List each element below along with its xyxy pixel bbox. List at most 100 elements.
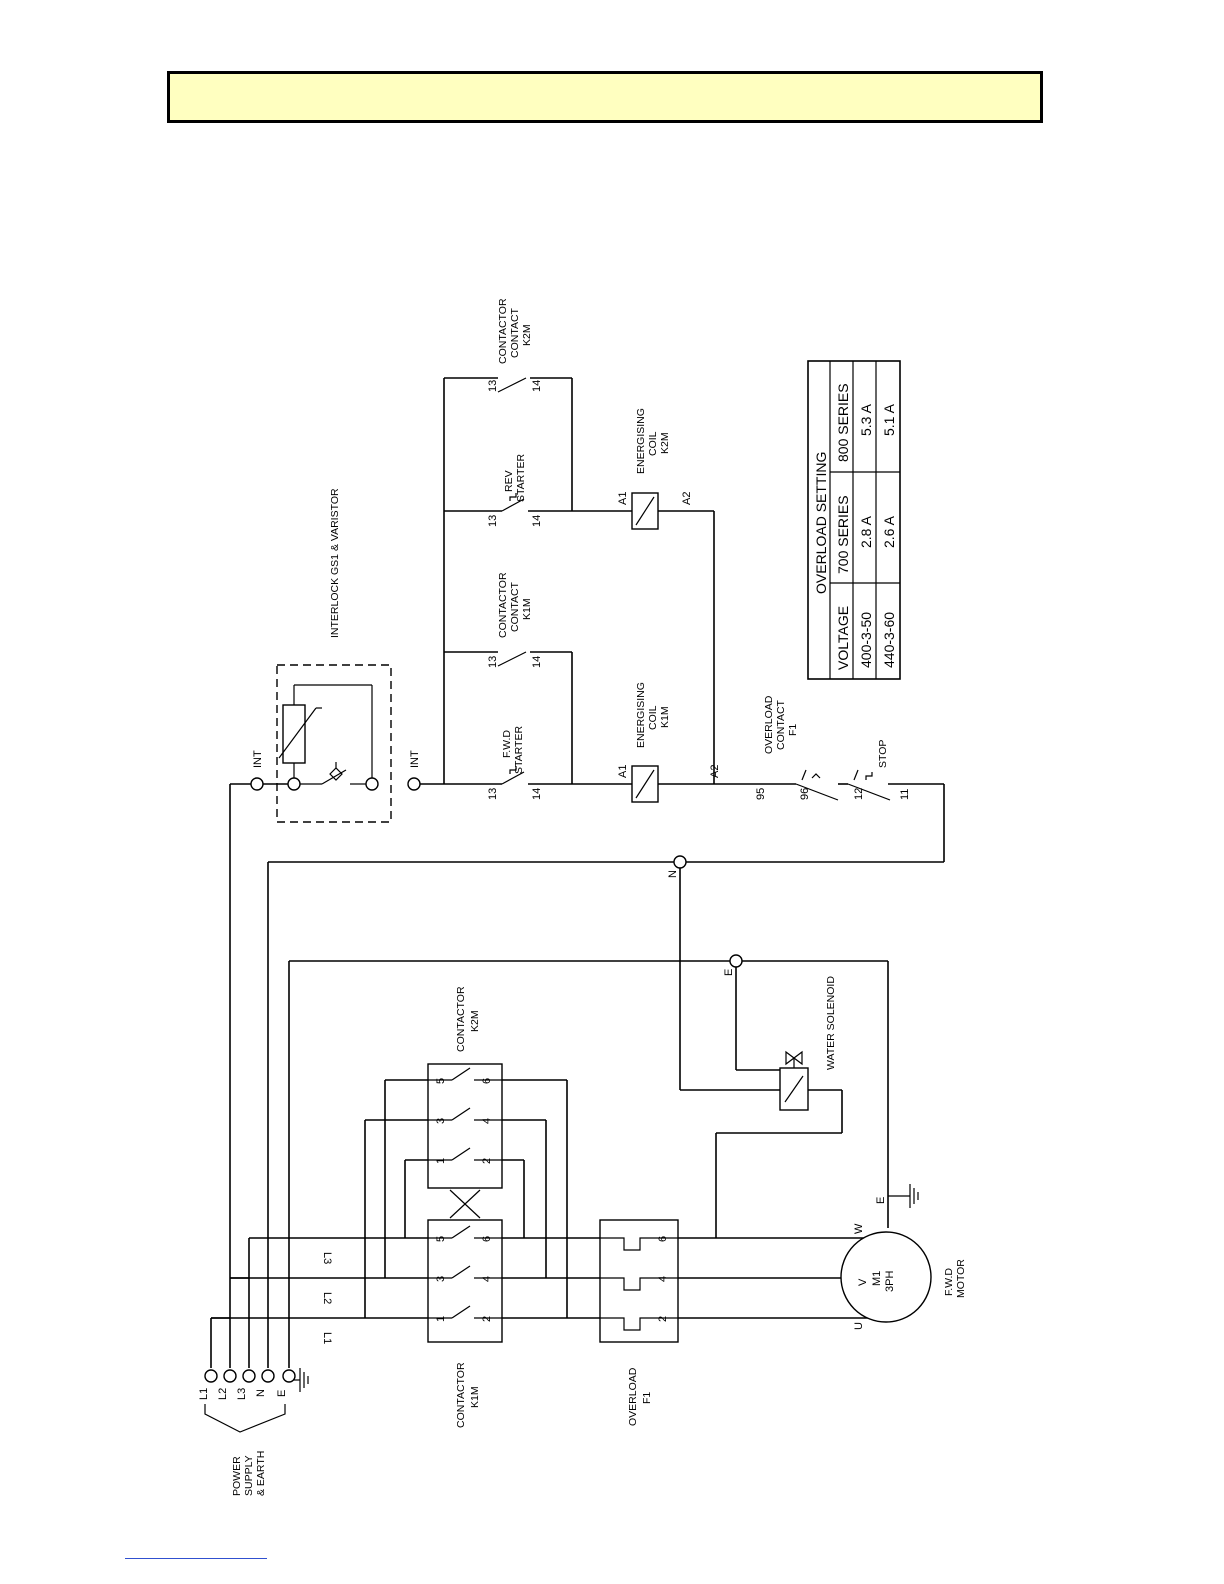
contactor-k2m <box>427 1063 503 1189</box>
coil-k2m <box>631 492 659 530</box>
k1m-contact-pin-14: 14 <box>531 656 543 668</box>
k2m-pin-4: 4 <box>481 1118 493 1124</box>
overload-pin-4: 4 <box>657 1276 669 1282</box>
phase-label-l3: L3 <box>321 1252 333 1264</box>
supply-terminal-n: N <box>255 1389 267 1397</box>
fwd-caption-1: F.W.D <box>501 730 513 758</box>
coil-k1m <box>631 765 659 803</box>
int-terminal-bottom <box>407 777 421 791</box>
stop-button <box>847 769 891 801</box>
k1m-contact <box>497 651 527 667</box>
coil-k2m-pin-a1: A1 <box>617 492 629 505</box>
control-wiring <box>262 377 944 785</box>
k2m-contact-pin-13: 13 <box>487 380 499 392</box>
rev-starter-button <box>501 493 525 512</box>
overload-contact-caption-3: F1 <box>787 724 799 736</box>
stop-caption: STOP <box>877 740 889 768</box>
overload-contact-f1 <box>795 769 839 801</box>
motor-m1 <box>840 1231 932 1323</box>
interlock-caption: INTERLOCK GS1 & VARISTOR <box>329 488 341 638</box>
rev-pin-13: 13 <box>487 515 499 527</box>
table-header-700: 700 SERIES <box>835 495 851 574</box>
k1m-pin-1: 1 <box>435 1316 447 1322</box>
k1m-pin-6: 6 <box>481 1236 493 1242</box>
motor-terminal-e: E <box>875 1197 887 1204</box>
k1m-caption-1: CONTACTOR <box>455 1362 467 1428</box>
water-solenoid <box>779 1050 809 1111</box>
motor-text-1: M1 <box>871 1271 883 1286</box>
coil-k1m-caption-1: ENERGISING <box>635 682 647 748</box>
k2m-contact-pin-14: 14 <box>531 380 543 392</box>
k2m-caption-1: CONTACTOR <box>455 986 467 1052</box>
overload-contact-pin-95: 95 <box>755 788 767 800</box>
motor-terminal-w: W <box>853 1223 865 1234</box>
earth-icon <box>292 1368 309 1392</box>
rev-caption-1: REV <box>503 470 515 492</box>
motor-earth-icon <box>888 1184 919 1208</box>
k1m-contact-caption-2: CONTACT <box>509 581 521 632</box>
supply-terminal-e: E <box>276 1390 288 1397</box>
supply-caption-2: SUPPLY <box>243 1455 255 1496</box>
k2m-caption-2: K2M <box>469 1010 481 1032</box>
supply-terminal-l1: L1 <box>198 1388 210 1400</box>
table-title: OVERLOAD SETTING <box>813 452 829 594</box>
k1m-caption-2: K1M <box>469 1386 481 1408</box>
table-cell-r2-voltage: 440-3-60 <box>881 612 897 668</box>
fwd-pin-14: 14 <box>531 788 543 800</box>
overload-contact-caption-2: CONTACT <box>775 699 787 750</box>
motor-text-2: 3PH <box>884 1271 896 1292</box>
table-cell-r1-700: 2.8 A <box>858 515 874 548</box>
k2m-contact-caption-3: K2M <box>521 324 533 346</box>
phase-label-l2: L2 <box>321 1292 333 1304</box>
k1m-pin-2: 2 <box>481 1316 493 1322</box>
fwd-caption-2: STARTER <box>513 726 525 774</box>
coil-k2m-pin-a2: A2 <box>681 492 693 505</box>
power-wiring <box>210 783 945 1368</box>
earth-node <box>729 954 743 968</box>
supply-terminals <box>204 1369 296 1433</box>
motor-terminal-u: U <box>853 1322 865 1330</box>
k2m-pin-5: 5 <box>435 1078 447 1084</box>
k1m-pin-5: 5 <box>435 1236 447 1242</box>
contactor-k1m <box>427 1219 503 1343</box>
coil-k2m-caption-3: K2M <box>659 432 671 454</box>
motor-terminal-v: V <box>857 1278 869 1286</box>
overload-f1 <box>599 1219 679 1343</box>
earth-node-label: E <box>723 969 735 976</box>
rev-pin-14: 14 <box>531 515 543 527</box>
overload-caption-1: OVERLOAD <box>627 1367 639 1426</box>
rev-caption-2: STARTER <box>515 454 527 502</box>
supply-terminal-l2: L2 <box>217 1388 229 1400</box>
k2m-pin-2: 2 <box>481 1158 493 1164</box>
k1m-pin-3: 3 <box>435 1276 447 1282</box>
motor-caption-1: F.W.D <box>943 1268 955 1296</box>
int-label-bottom: INT <box>409 750 421 768</box>
k2m-pin-1: 1 <box>435 1158 447 1164</box>
k2m-contact-caption-2: CONTACT <box>509 307 521 358</box>
int-terminal-top <box>250 777 264 791</box>
k1m-contact-pin-13: 13 <box>487 656 499 668</box>
solenoid-caption: WATER SOLENOID <box>825 976 837 1070</box>
supply-caption-3: & EARTH <box>255 1451 267 1496</box>
supply-terminal-l3: L3 <box>236 1388 248 1400</box>
overload-setting-table <box>807 360 901 680</box>
coil-k2m-caption-1: ENERGISING <box>635 408 647 474</box>
k1m-contact-caption-3: K1M <box>521 598 533 620</box>
overload-contact-caption-1: OVERLOAD <box>763 695 775 754</box>
stop-pin-12: 12 <box>853 788 865 800</box>
supply-caption-1: POWER <box>231 1456 243 1496</box>
table-cell-r1-800: 5.3 A <box>858 403 874 436</box>
int-label-top: INT <box>252 750 264 768</box>
table-cell-r2-800: 5.1 A <box>881 403 897 436</box>
fwd-pin-13: 13 <box>487 788 499 800</box>
coil-k2m-caption-2: COIL <box>647 431 659 456</box>
k1m-contact-caption-1: CONTACTOR <box>497 572 509 638</box>
overload-pin-6: 6 <box>657 1236 669 1242</box>
stop-pin-11: 11 <box>899 789 911 800</box>
table-cell-r2-700: 2.6 A <box>881 515 897 548</box>
neutral-node-label: N <box>667 870 679 878</box>
overload-contact-pin-96: 96 <box>799 788 811 800</box>
coil-k1m-pin-a2: A2 <box>709 765 721 778</box>
fwd-starter-button <box>501 766 525 785</box>
